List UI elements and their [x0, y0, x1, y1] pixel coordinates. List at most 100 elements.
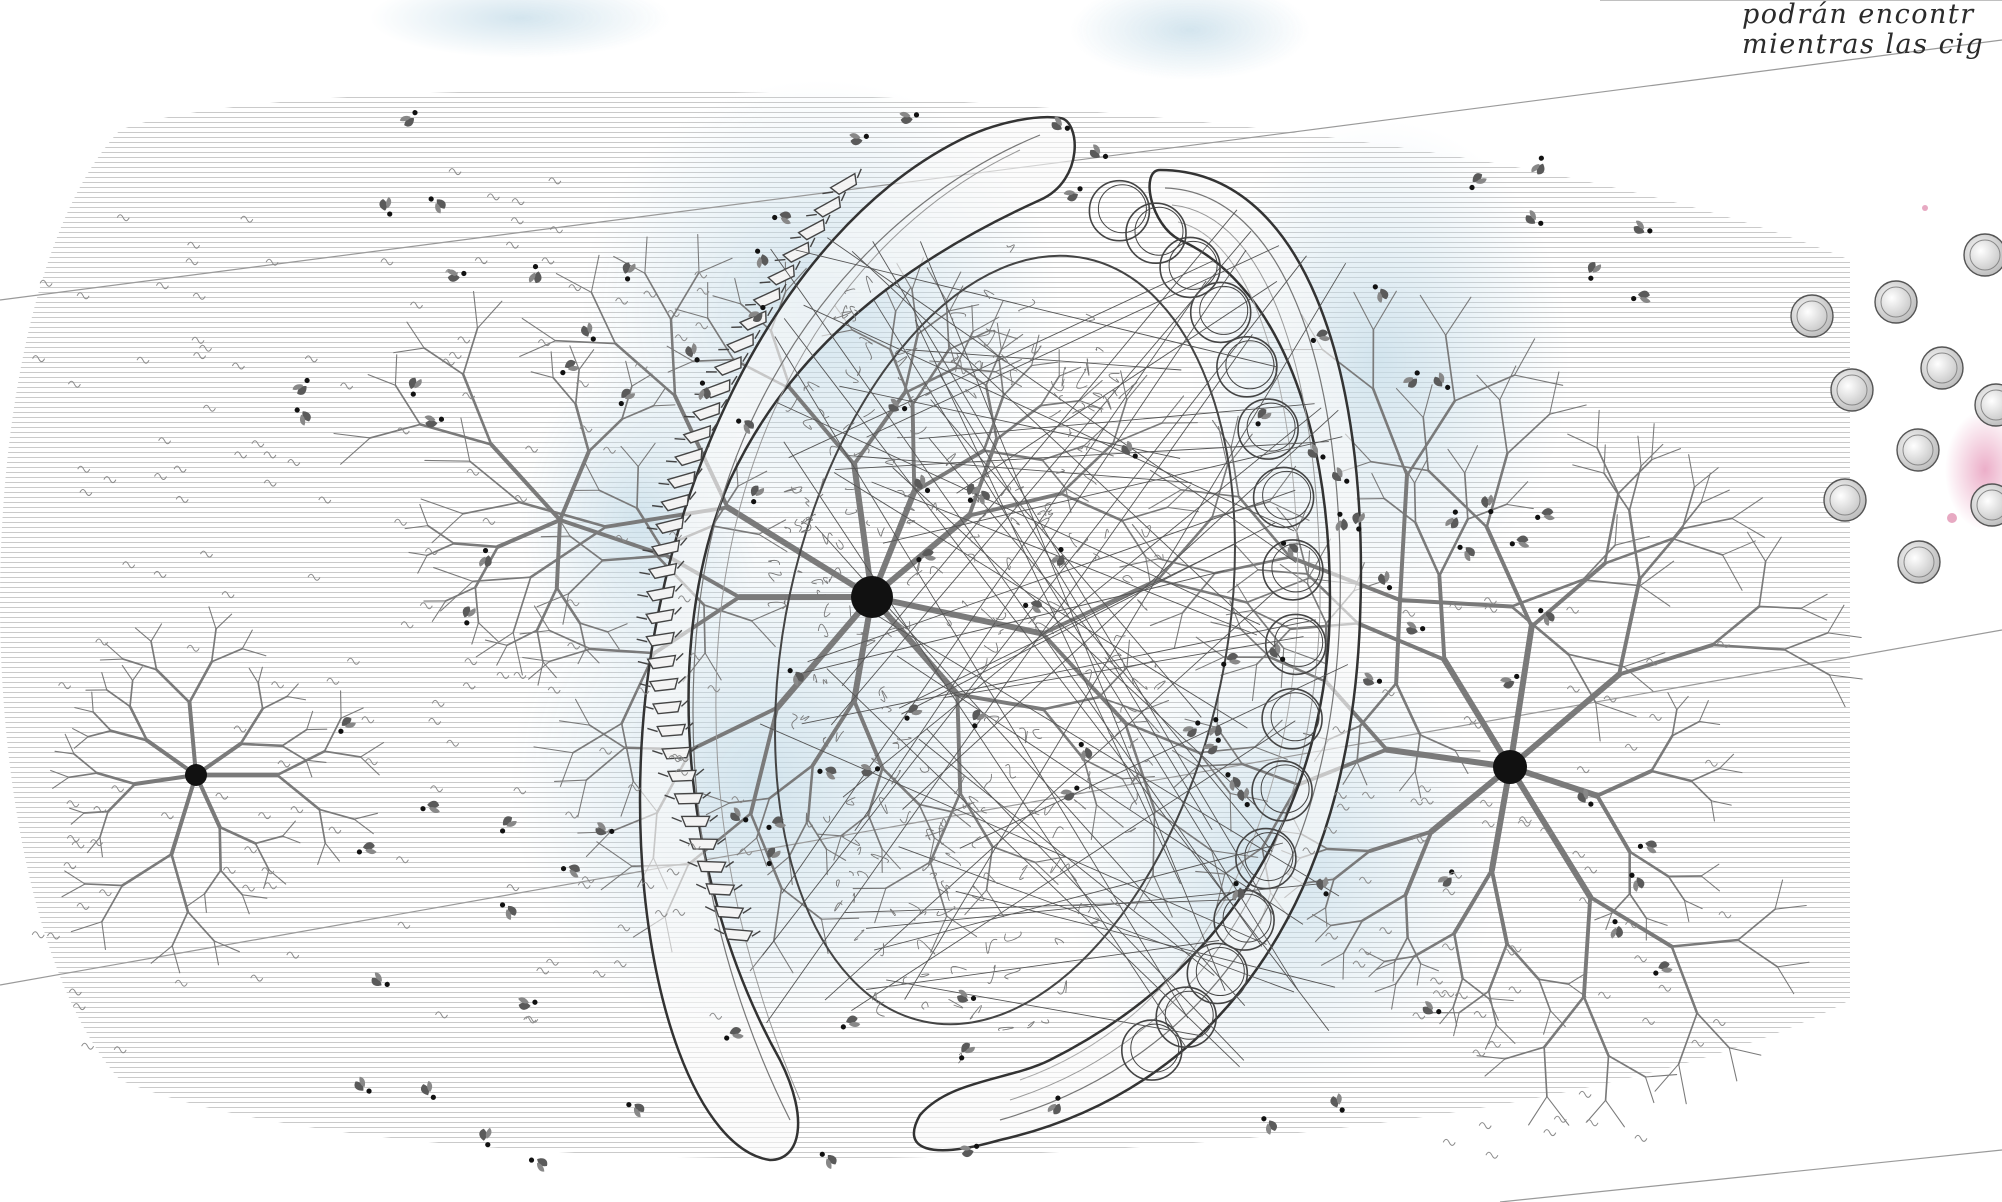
- neuron-branch: [958, 791, 994, 848]
- tangle-stroke: [929, 566, 943, 575]
- vertebra: [822, 168, 862, 196]
- neuron-branch: [433, 567, 474, 582]
- tangle-stroke: [822, 736, 829, 747]
- neuron-branch: [652, 386, 667, 407]
- tangle-stroke: [922, 387, 933, 397]
- egg-sphere: [1830, 368, 1874, 412]
- squiggle: [1658, 984, 1672, 992]
- tangle-stroke: [1010, 517, 1020, 526]
- tangle-stroke: [857, 366, 861, 376]
- tangle-stroke: [1009, 369, 1018, 386]
- leaf-cluster: [819, 1151, 837, 1169]
- ray-line: [926, 728, 1245, 1061]
- neuron-branch: [105, 643, 124, 660]
- squiggle: [464, 658, 478, 666]
- neuron-branch: [558, 518, 655, 554]
- tangle-stroke: [800, 521, 811, 525]
- leaf-cluster: [959, 1143, 980, 1158]
- tangle-stroke: [1154, 680, 1166, 690]
- neuron-branch: [1131, 523, 1160, 560]
- tangle-stroke: [983, 872, 999, 885]
- neuron-branch: [644, 272, 672, 321]
- neuron-branch: [1123, 721, 1156, 812]
- vertebra: [658, 468, 703, 489]
- neuron-branch: [1223, 847, 1263, 875]
- leaf-cluster: [1535, 508, 1555, 521]
- leaf-cluster: [408, 377, 422, 397]
- ray-line: [770, 248, 1263, 947]
- ray-line: [872, 241, 1275, 917]
- neuron-branch: [1603, 492, 1620, 565]
- neuron-branch: [1628, 892, 1648, 920]
- squiggle: [566, 599, 580, 607]
- squiggle: [482, 517, 496, 525]
- ray-line: [873, 299, 1299, 991]
- neuron-branch: [1447, 448, 1466, 474]
- leaf-cluster: [1023, 600, 1043, 614]
- tangle-stroke: [1028, 616, 1037, 624]
- tangle-stroke: [1076, 368, 1088, 389]
- neuron-branch: [758, 533, 788, 553]
- neuron-branch: [1321, 952, 1345, 966]
- tangle-stroke: [1018, 727, 1028, 744]
- neuron-branch: [506, 629, 538, 647]
- tangle-stroke: [970, 328, 991, 338]
- neuron-branch: [150, 623, 163, 642]
- neuron-branch: [976, 335, 1000, 357]
- tangle-stroke: [1019, 864, 1028, 880]
- ray-line: [759, 723, 1267, 945]
- tangle-stroke: [823, 603, 831, 618]
- squiggle: [1336, 803, 1350, 811]
- tangle-stroke: [1090, 917, 1100, 924]
- squiggle: [286, 951, 300, 959]
- squiggle: [707, 685, 721, 693]
- squiggle: [58, 682, 72, 690]
- neuron-branch: [275, 749, 326, 777]
- neuron-branch: [95, 771, 137, 786]
- neuron-branch: [578, 349, 595, 371]
- neuron-branch: [530, 371, 554, 379]
- neuron-branch: [317, 842, 326, 865]
- neuron-branch: [1041, 459, 1067, 490]
- neuron-branch: [1505, 481, 1529, 505]
- neuron-branch: [1406, 936, 1422, 965]
- tangle-stroke: [767, 601, 786, 610]
- neuron-branch: [1403, 829, 1434, 897]
- neuron-branch: [996, 322, 1002, 351]
- tangle-stroke: [1004, 967, 1021, 980]
- neuron-branch: [1488, 997, 1514, 1002]
- squiggle: [1381, 689, 1395, 697]
- squiggle: [739, 848, 753, 856]
- leaf-cluster: [1457, 544, 1475, 562]
- neuron-branch: [186, 893, 206, 907]
- neuron-branch: [306, 710, 314, 731]
- neuron-branch: [460, 417, 471, 462]
- neuron-branch: [712, 295, 742, 305]
- squiggle: [672, 908, 686, 916]
- squiggle: [548, 177, 562, 185]
- neuron-branch: [884, 861, 932, 890]
- neuron-branch: [669, 318, 677, 398]
- tangle-stroke: [880, 943, 885, 957]
- neuron-branch: [281, 745, 307, 762]
- neuron-branch: [1227, 569, 1259, 594]
- tangle-stroke: [854, 309, 860, 313]
- tangle-stroke: [866, 520, 870, 526]
- squiggle: [160, 812, 174, 820]
- neuron-branch: [621, 404, 655, 421]
- neuron-branch: [620, 780, 634, 817]
- squiggle: [397, 921, 411, 929]
- neuron-branch: [333, 432, 371, 439]
- neuron-branch: [749, 812, 783, 890]
- squiggle: [233, 725, 247, 733]
- neuron-branch: [1484, 525, 1534, 629]
- tangle-stroke: [1059, 863, 1070, 873]
- ray-line: [866, 882, 1329, 929]
- squiggle: [627, 784, 641, 792]
- neuron-branch: [758, 519, 787, 535]
- neuron-branch: [1628, 509, 1641, 581]
- neuron-branch: [607, 623, 628, 633]
- neuron-branch: [867, 813, 883, 850]
- neuron-branch: [218, 825, 257, 845]
- neuron-branch: [1623, 652, 1666, 668]
